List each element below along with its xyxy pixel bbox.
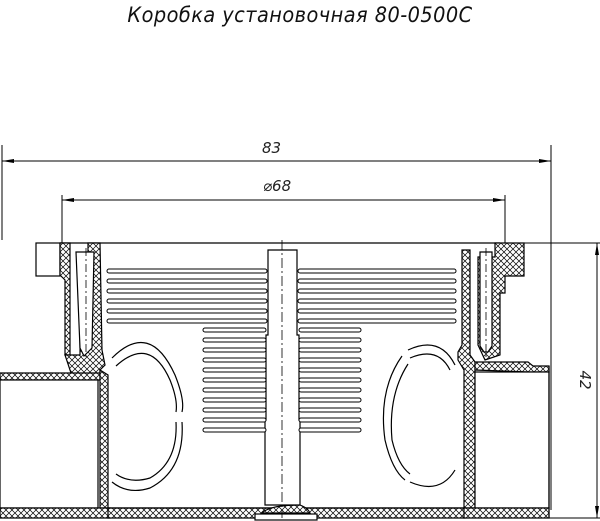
dimension-inner-diameter: ⌀68 [61,177,506,245]
right-wall [457,242,550,519]
upper-ribs [106,268,457,324]
left-wall [0,242,111,519]
right-knockout [382,344,456,488]
central-post [264,240,301,518]
dimension-label-83: 83 [262,139,281,157]
left-knockout [111,341,184,492]
dimension-label-42: 42 [576,370,594,389]
bottom-plate [107,504,466,521]
dimension-overall-width: 83 [1,139,552,510]
middle-ribs [202,327,362,433]
drawing-title: Коробка установочная 80-0500С [127,3,473,27]
dimension-label-68: ⌀68 [263,177,291,195]
